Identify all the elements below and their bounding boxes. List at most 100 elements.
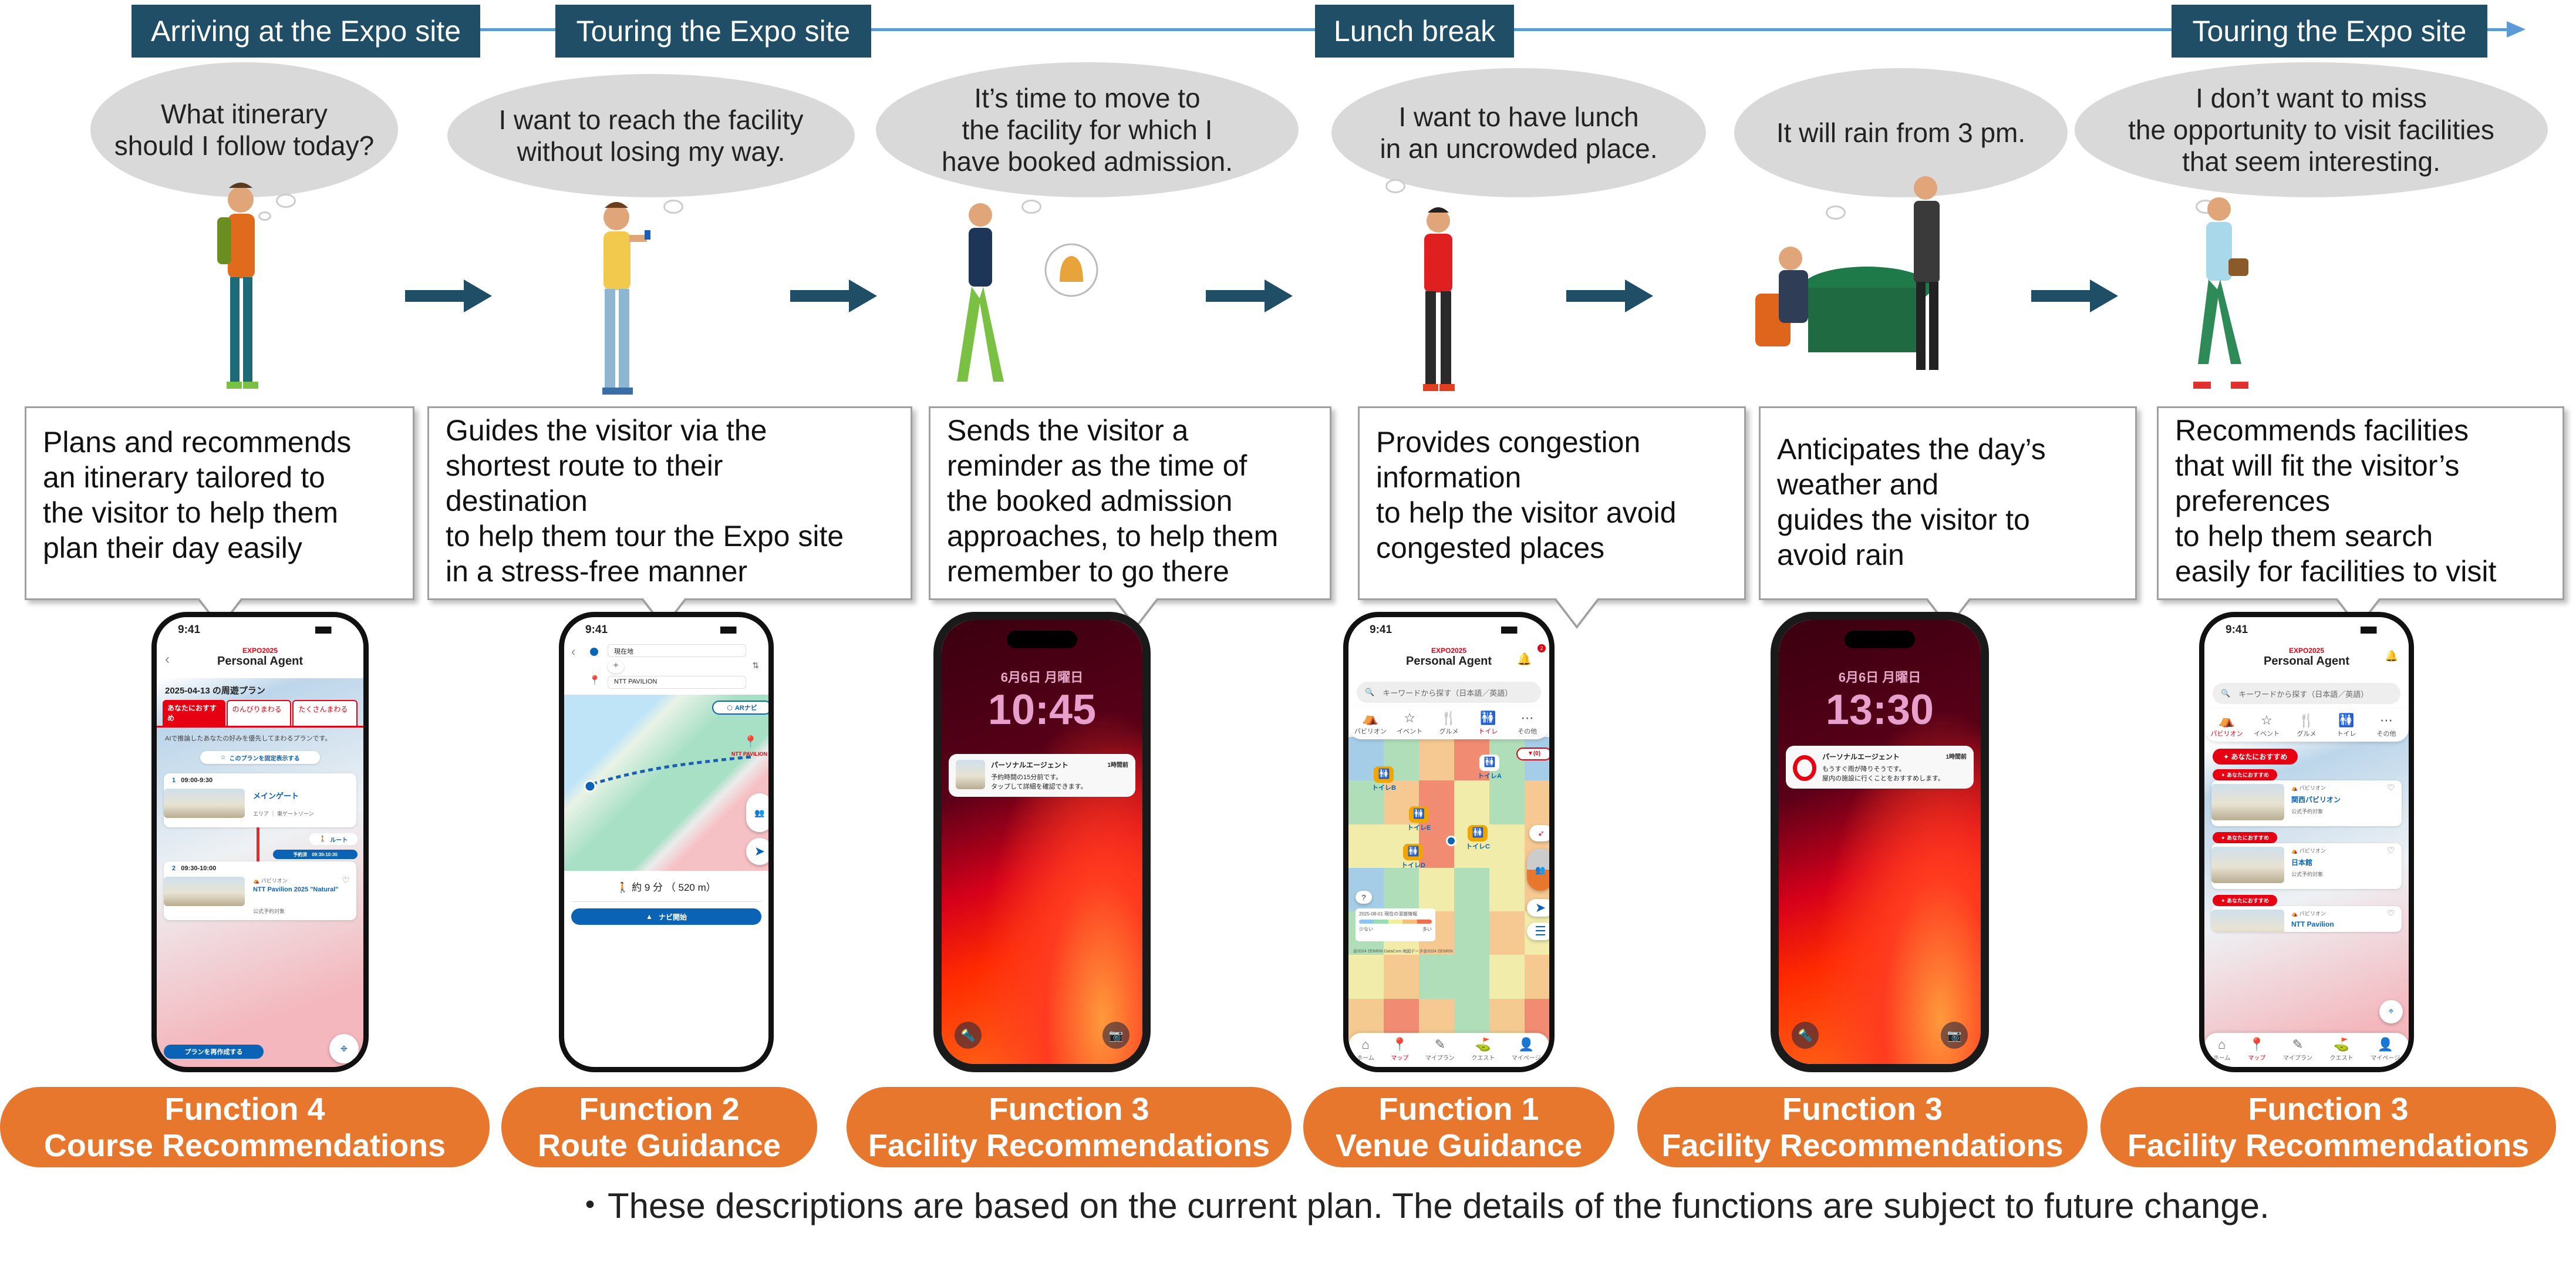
status-time: 9:41 [1370,624,1392,636]
category-pavilion[interactable]: ⛺パビリオン [2207,712,2247,738]
thought-bubble: It will rain from 3 pm. [1734,68,2068,197]
locate-me-button[interactable]: ➤ [746,838,768,865]
add-waypoint-button[interactable]: + [608,661,624,674]
category-pavilion[interactable]: ⛺パビリオン [1351,710,1390,736]
category-label: イベント [2254,730,2280,738]
stop-photo [164,789,245,818]
flashlight-button[interactable]: 🔦 [955,1022,982,1049]
map-view-button[interactable]: ⌖ [2379,1000,2403,1023]
nav-mypage[interactable]: 👤マイページ [1512,1036,1541,1067]
plan-stop-card[interactable]: 2 09:30-10:00 ⛺ パビリオン ♡ NTT Pavilion 202… [164,861,356,920]
weather-notification[interactable]: パーソナルエージェントもうすぐ雨が降りそうです。 屋内の施設に行くことをおすすめ… [1786,746,1974,789]
legend-swatch [1373,920,1388,924]
plan-stop-card[interactable]: 1 09:00-9:30 メインゲート エリア ｜ 東ゲートゾーン [164,773,356,827]
recommended-facility[interactable]: ✦ あなたにおすすめ ⛺ パビリオン ♡ NTT Pavilion [2204,895,2409,932]
legend-high: 多い [1422,927,1432,932]
function-name: Facility Recommendations [1661,1127,2064,1163]
ar-navi-button[interactable]: ⬡ARナビ [712,701,768,715]
search-placeholder: キーワードから探す（日本語／英語） [1383,688,1513,698]
toilet-marker[interactable]: 🚻トイレA [1478,755,1502,780]
facility-photo [2211,784,2284,820]
toilet-marker[interactable]: 🚻トイレD [1401,844,1425,870]
favorite-heart-icon[interactable]: ♡ [342,876,349,885]
stop-area: エリア ｜ 東ゲートゾーン [253,811,314,817]
filter-button[interactable]: ▼(0) [1516,748,1549,760]
camera-button[interactable]: 📷 [1941,1022,1968,1049]
list-view-button[interactable]: ☰ [1527,922,1549,940]
nav-myplan[interactable]: ✎マイプラン [1425,1036,1455,1067]
origin-input[interactable]: 現在地 [608,644,746,657]
congestion-toggle[interactable]: 👥 [746,793,768,832]
category-label: その他 [2376,730,2396,738]
help-button[interactable]: ? [1356,891,1372,904]
heatmap-cell [1525,955,1549,999]
flashlight-button[interactable]: 🔦 [1792,1022,1819,1049]
category-gourmet[interactable]: 🍴グルメ [1429,710,1469,736]
congestion-toggle[interactable]: 👥 [1527,849,1549,891]
back-icon[interactable]: ‹ [571,644,576,659]
category-toilet[interactable]: 🚻トイレ [1468,710,1508,736]
tab-leisurely[interactable]: のんびりまわる [226,700,292,726]
visitor-figure-red-shirt [1423,207,1455,391]
facility-category: パビリオン [2299,911,2326,917]
recommend-button[interactable]: ✦ あなたにおすすめ [2213,749,2298,765]
nav-map[interactable]: 📍マップ [1391,1036,1408,1067]
swap-icon[interactable]: ⇅ [752,661,759,670]
bell-icon[interactable]: 🔔 [1517,653,1532,666]
route-button[interactable]: 🚶ルート [309,833,358,845]
nav-home[interactable]: ⌂ホーム [2213,1036,2231,1067]
nav-quest[interactable]: ⛳クエスト [2330,1036,2354,1067]
favorite-heart-icon[interactable]: ♡ [2387,783,2395,792]
toilet-marker[interactable]: 🚻トイレC [1466,825,1490,851]
tab-recommended[interactable]: あなたにおすすめ [163,700,225,726]
heatmap-cell [1348,955,1384,999]
flag-icon: ⛳ [1475,1037,1492,1052]
pin-plan-button[interactable]: ☆このプランを固定表示する [200,751,320,764]
nav-mypage[interactable]: 👤マイページ [2371,1036,2400,1067]
favorite-heart-icon[interactable]: ♡ [2387,846,2395,855]
category-toilet[interactable]: 🚻トイレ [2327,712,2366,738]
function-number: Function 1 [1378,1091,1539,1127]
thought-dot [258,211,271,221]
route-map[interactable]: ⬡ARナビ 📍 NTT PAVILION 👥 ➤ [564,695,768,871]
thought-dot [276,194,296,208]
category-gourmet[interactable]: 🍴グルメ [2287,712,2327,738]
map-view-button[interactable]: ⌖ [329,1034,359,1063]
tab-many[interactable]: たくさんまわる [292,700,358,726]
recommended-facility[interactable]: ✦ あなたにおすすめ ⛺ パビリオン ♡ 関西パビリオン 公式予約対象 [2204,769,2409,826]
search-input[interactable]: 🔍キーワードから探す（日本語／英語） [2213,683,2400,704]
step-arrow [1206,280,1293,312]
congestion-map[interactable]: ▼(0) 🚻トイレA 🚻トイレB 🚻トイレC 🚻トイレD 🚻トイレE ➶ 👥 ➤… [1348,737,1549,1042]
category-other[interactable]: ⋯その他 [1508,710,1547,736]
nav-myplan[interactable]: ✎マイプラン [2283,1036,2312,1067]
category-other[interactable]: ⋯その他 [2366,712,2406,738]
category-event[interactable]: ☆イベント [1390,710,1429,736]
map-destination-label: NTT PAVILION [731,751,767,757]
back-icon[interactable]: ‹ [165,651,170,667]
legend-swatch [1417,920,1432,924]
toilet-marker[interactable]: 🚻トイレB [1372,766,1396,792]
pavilion-icon: ⛺ [2291,785,2298,791]
remake-plan-button[interactable]: プランを再作成する [164,1045,264,1059]
nav-quest[interactable]: ⛳クエスト [1471,1036,1495,1067]
search-input[interactable]: 🔍キーワードから探す（日本語／英語） [1357,682,1541,703]
reminder-notification[interactable]: パーソナルエージェント予約時間の15分前です。 タップして詳細を確認できます。 … [949,754,1135,797]
category-event[interactable]: ☆イベント [2247,712,2287,738]
app-title: Personal Agent [1406,655,1492,668]
nav-home[interactable]: ⌂ホーム [1357,1036,1374,1067]
callout-weather: Anticipates the day’s weather and guides… [1759,406,2137,629]
compass-button[interactable]: ➶ [1529,825,1549,841]
start-navigation-button[interactable]: ▲ナビ開始 [571,908,761,925]
locate-me-button[interactable]: ➤ [1527,899,1549,917]
recommend-badge-label: あなたにおすすめ [2227,835,2270,841]
favorite-heart-icon[interactable]: ♡ [2387,908,2395,918]
bell-icon[interactable]: 🔔 [2385,650,2398,662]
nav-map[interactable]: 📍マップ [2248,1036,2265,1067]
toilet-marker[interactable]: 🚻トイレE [1407,806,1431,832]
recommended-facility[interactable]: ✦ あなたにおすすめ ⛺ パビリオン ♡ 日本館 公式予約対象 [2204,832,2409,889]
camera-button[interactable]: 📷 [1102,1022,1129,1049]
pavilion-icon: ⛺ [2218,713,2235,728]
destination-input[interactable]: NTT PAVILION [608,676,746,689]
stop-name: メインゲート [253,792,299,800]
category-bar: ⛺パビリオン ☆イベント 🍴グルメ 🚻トイレ ⋯その他 [2204,709,2409,742]
